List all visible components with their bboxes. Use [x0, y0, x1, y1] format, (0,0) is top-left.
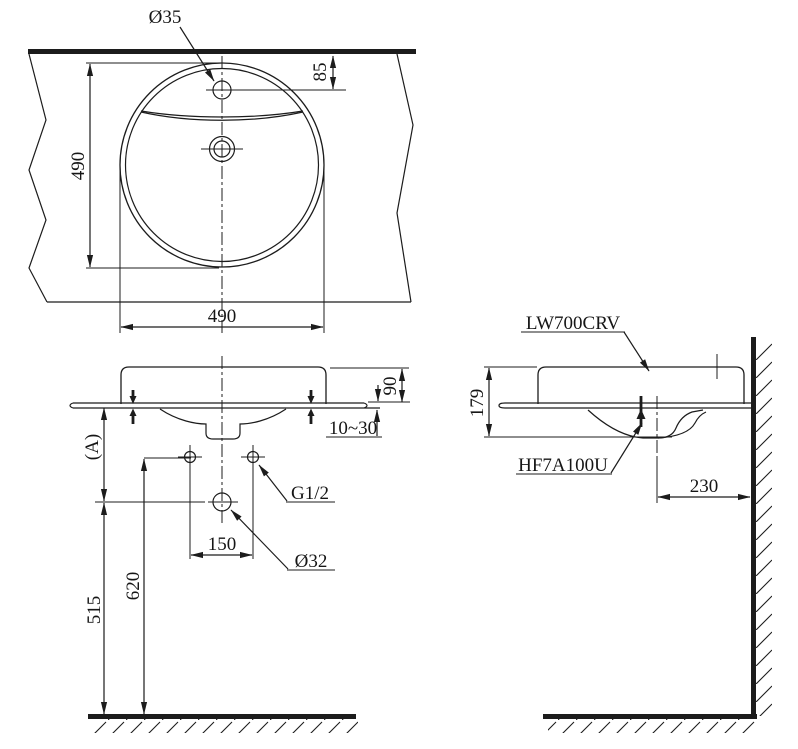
- dim-230-label: 230: [690, 476, 719, 497]
- plan-wall-line: [28, 49, 416, 54]
- dim-85-label: 85: [310, 63, 331, 82]
- side-floor-line: [543, 714, 757, 719]
- product-code-label: LW700CRV: [526, 313, 620, 334]
- dim-179: 179: [467, 366, 672, 438]
- front-counter-break-left: [69, 402, 74, 409]
- side-counter-cap: [498, 402, 506, 409]
- dim-179-label: 179: [467, 389, 488, 418]
- callout-faucet-diameter: Ø35: [149, 7, 215, 82]
- front-counter-break-right: [363, 402, 368, 409]
- side-drain-clamp: [636, 396, 646, 427]
- plan-break-left: [28, 53, 48, 303]
- side-wall-hatch: [756, 342, 772, 716]
- side-bowl-shell: [657, 411, 707, 439]
- callout-drain-diameter: Ø32: [230, 509, 335, 572]
- front-basin-outline: [120, 366, 327, 404]
- dim-A-label: (A): [82, 434, 103, 460]
- basin-deck-edge-2: [140, 111, 304, 121]
- side-floor-hatch: [548, 719, 756, 733]
- dim-A: (A): [82, 407, 108, 502]
- dim-150-label: 150: [208, 534, 237, 555]
- dim-515-label: 515: [84, 596, 105, 625]
- front-floor-line: [88, 714, 356, 719]
- dim-150: 150: [190, 534, 253, 559]
- front-bowl-outline: [159, 408, 287, 440]
- dim-85: 85: [310, 55, 337, 90]
- dim-620: 620: [123, 457, 191, 715]
- dim-490-vertical: 490: [68, 62, 219, 269]
- callout-fitting-code: HF7A100U: [516, 422, 643, 476]
- plan-break-right: [396, 53, 414, 303]
- drain-diameter-label: Ø32: [295, 551, 328, 572]
- dim-490-horizontal-label: 490: [208, 306, 237, 327]
- callout-product-code: LW700CRV: [521, 313, 650, 372]
- clamp-right: [307, 390, 315, 424]
- dim-490-vertical-label: 490: [68, 152, 89, 181]
- side-view: 179 230 LW700CRV HF7A100U: [467, 313, 772, 733]
- faucet-diameter-label: Ø35: [149, 7, 182, 28]
- dim-counter-thickness-label: 10~30: [329, 418, 377, 439]
- supply-thread-label: G1/2: [291, 483, 329, 504]
- dim-90-label: 90: [380, 377, 401, 396]
- dim-230: 230: [657, 476, 751, 501]
- callout-supply-thread: G1/2: [258, 464, 335, 504]
- front-view: 90 10~30 (A) 515 620 150: [69, 356, 410, 733]
- side-bowl-outline: [587, 409, 704, 439]
- plan-view: 490 85 490 Ø35: [28, 7, 416, 334]
- front-drain-hole: [95, 492, 238, 512]
- dim-counter-thickness: 10~30: [326, 385, 382, 439]
- dim-490-horizontal: 490: [119, 168, 325, 333]
- clamp-left: [129, 390, 137, 424]
- dim-90: 90: [330, 367, 409, 403]
- dim-620-label: 620: [123, 572, 144, 601]
- supply-hole-right: [241, 445, 265, 559]
- front-floor-hatch: [92, 719, 358, 733]
- fitting-code-label: HF7A100U: [518, 455, 608, 476]
- side-wall-line: [751, 337, 756, 719]
- dim-515: 515: [84, 502, 108, 715]
